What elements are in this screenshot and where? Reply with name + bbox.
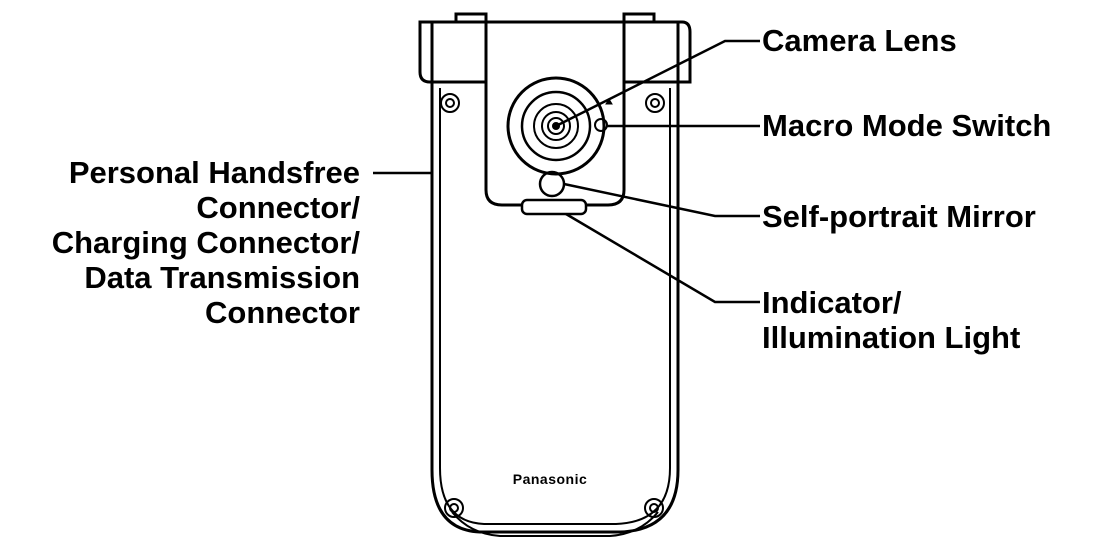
label-line: Connector bbox=[205, 295, 360, 330]
leader-line-mirror bbox=[563, 182, 760, 218]
screw-top-right bbox=[645, 93, 665, 113]
label-handsfree-connector: Personal Handsfree Connector/ Charging C… bbox=[52, 155, 360, 330]
leader-line-indicator bbox=[565, 212, 760, 304]
screw-bottom-left bbox=[444, 498, 464, 518]
label-line: Data Transmission bbox=[84, 260, 360, 295]
brand-logo: Panasonic bbox=[512, 471, 588, 487]
label-line: Charging Connector/ bbox=[51, 225, 360, 260]
screw-top-left bbox=[440, 93, 460, 113]
label-line: Camera Lens bbox=[762, 23, 957, 58]
label-line: Indicator/ bbox=[762, 285, 902, 320]
label-self-portrait-mirror: Self-portrait Mirror bbox=[762, 199, 1036, 234]
label-line: Self-portrait Mirror bbox=[762, 199, 1036, 234]
label-line: Connector/ bbox=[196, 190, 360, 225]
label-line: Personal Handsfree bbox=[68, 155, 360, 190]
label-macro-mode-switch: Macro Mode Switch bbox=[762, 108, 1051, 143]
label-indicator-light: Indicator/ Illumination Light bbox=[762, 285, 1020, 355]
leader-line-camera-lens bbox=[555, 39, 760, 128]
leader-lines bbox=[373, 39, 760, 304]
label-line: Illumination Light bbox=[762, 320, 1021, 355]
label-line: Macro Mode Switch bbox=[762, 108, 1052, 143]
indicator-light-graphic bbox=[520, 198, 588, 216]
camera-lens-graphic bbox=[506, 76, 606, 176]
screw-bottom-right bbox=[644, 498, 664, 518]
label-camera-lens: Camera Lens bbox=[762, 23, 957, 58]
